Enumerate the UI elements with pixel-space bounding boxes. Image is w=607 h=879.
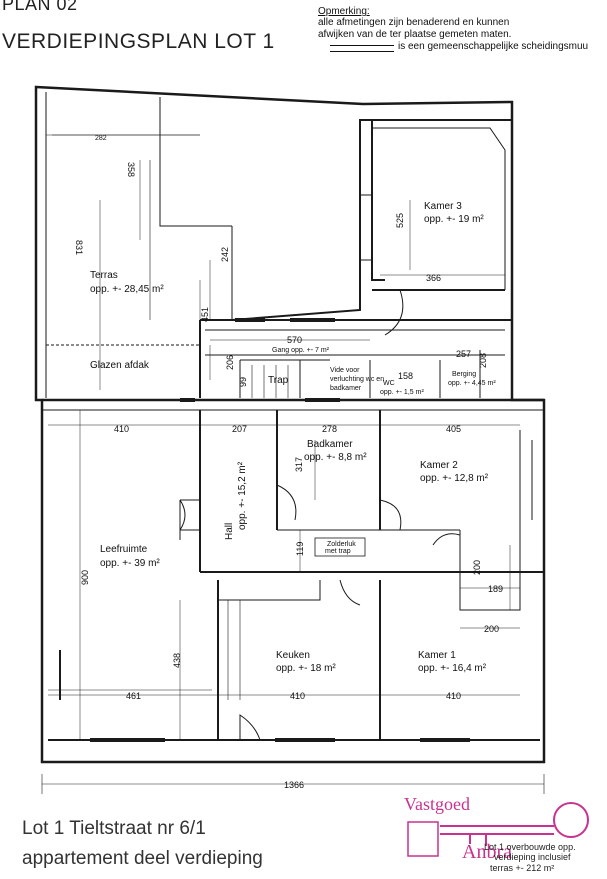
anbra-stamp-logo [407, 802, 589, 857]
vide-line-2: verluchting wc en [330, 376, 384, 383]
dim-831: 831 [74, 240, 84, 255]
dim-410-b: 410 [290, 691, 305, 701]
dim-278: 278 [322, 424, 337, 434]
gang-label: Gang opp. +- 7 m² [272, 347, 330, 354]
dim-461: 461 [126, 691, 141, 701]
kamer3-name: Kamer 3 [424, 201, 462, 212]
dim-207: 207 [232, 424, 247, 434]
hall-area: opp. +- 15,2 m² [237, 461, 248, 530]
outer-wall [34, 85, 546, 764]
berging-name: Berging [452, 371, 476, 378]
plan-title: VERDIEPINGSPLAN LOT 1 [2, 30, 275, 53]
kamer3-area: opp. +- 19 m² [424, 214, 484, 225]
dim-410-c: 410 [446, 691, 461, 701]
stamp-brand-top: Vastgoed [404, 794, 470, 814]
dim-200-a: 200 [472, 560, 482, 575]
badkamer-name: Badkamer [307, 439, 353, 450]
dim-119: 119 [295, 542, 305, 556]
kamer1-area: opp. +- 16,4 m² [418, 663, 487, 674]
footer-address: Lot 1 Tieltstraat nr 6/1 [22, 818, 206, 839]
trap-label: Trap [268, 375, 289, 386]
dim-358: 358 [126, 162, 136, 177]
badkamer-area: opp. +- 8,8 m² [304, 452, 367, 463]
keuken-name: Keuken [276, 650, 310, 661]
remark-line-3: is een gemeenschappelijke scheidingsmuu [398, 41, 589, 52]
terras-area: opp. +- 28,45 m² [90, 284, 164, 295]
glazen-afdak-label: Glazen afdak [90, 360, 150, 371]
remark-heading: Opmerking: [318, 6, 370, 17]
keuken-area: opp. +- 18 m² [276, 663, 336, 674]
kamer1-name: Kamer 1 [418, 650, 456, 661]
dim-189: 189 [488, 584, 503, 594]
dim-208: 208 [478, 353, 488, 368]
dim-317: 317 [294, 457, 304, 472]
remark-line-1: alle afmetingen zijn benaderend en kunne… [318, 17, 510, 28]
dim-158: 158 [398, 371, 413, 381]
dim-451: 451 [200, 307, 210, 322]
kamer2-area: opp. +- 12,8 m² [420, 473, 489, 484]
stamp-brand-bottom: Anbra [462, 841, 512, 863]
dim-410-a: 410 [114, 424, 129, 434]
stamp-caption-3: terras +- 212 m² [490, 863, 555, 873]
berging-area: opp. +- 4,45 m² [448, 380, 496, 387]
dim-405: 405 [446, 424, 461, 434]
dim-200-b: 200 [484, 624, 499, 634]
stamp-caption-1: Lot 1 overbouwde opp. [484, 842, 576, 852]
remark-line-2: afwijken van de ter plaatse gemeten mate… [318, 29, 512, 40]
plan-number: PLAN 02 [2, 0, 78, 14]
wc-area: opp. +- 1,5 m² [380, 389, 424, 396]
vide-line-3: badkamer [330, 385, 362, 392]
terras-name: Terras [90, 270, 118, 281]
shared-wall-legend-symbol [330, 45, 394, 52]
zolderluik-line-2: met trap [325, 548, 351, 555]
dim-242: 242 [220, 247, 230, 262]
zolderluik-line-1: Zolderluk [327, 541, 356, 548]
dim-900: 900 [80, 570, 90, 585]
dim-366: 366 [426, 273, 441, 283]
leefruimte-name: Leefruimte [100, 544, 148, 555]
leefruimte-area: opp. +- 39 m² [100, 558, 160, 569]
footer-description: appartement deel verdieping [22, 848, 263, 869]
dim-99: 99 [238, 377, 248, 387]
vide-line-1: Vide voor [330, 367, 360, 374]
dim-570: 570 [287, 335, 302, 345]
dim-282: 282 [95, 135, 107, 142]
dim-257: 257 [456, 349, 471, 359]
kamer2-name: Kamer 2 [420, 460, 458, 471]
dim-438: 438 [172, 653, 182, 668]
stamp-caption-2: verdieping inclusief [494, 852, 571, 862]
hall-name: Hall [224, 523, 235, 540]
wc-name: WC [383, 380, 395, 387]
dim-525: 525 [395, 213, 405, 228]
dim-206: 206 [225, 355, 235, 370]
dim-1366: 1366 [284, 780, 304, 790]
